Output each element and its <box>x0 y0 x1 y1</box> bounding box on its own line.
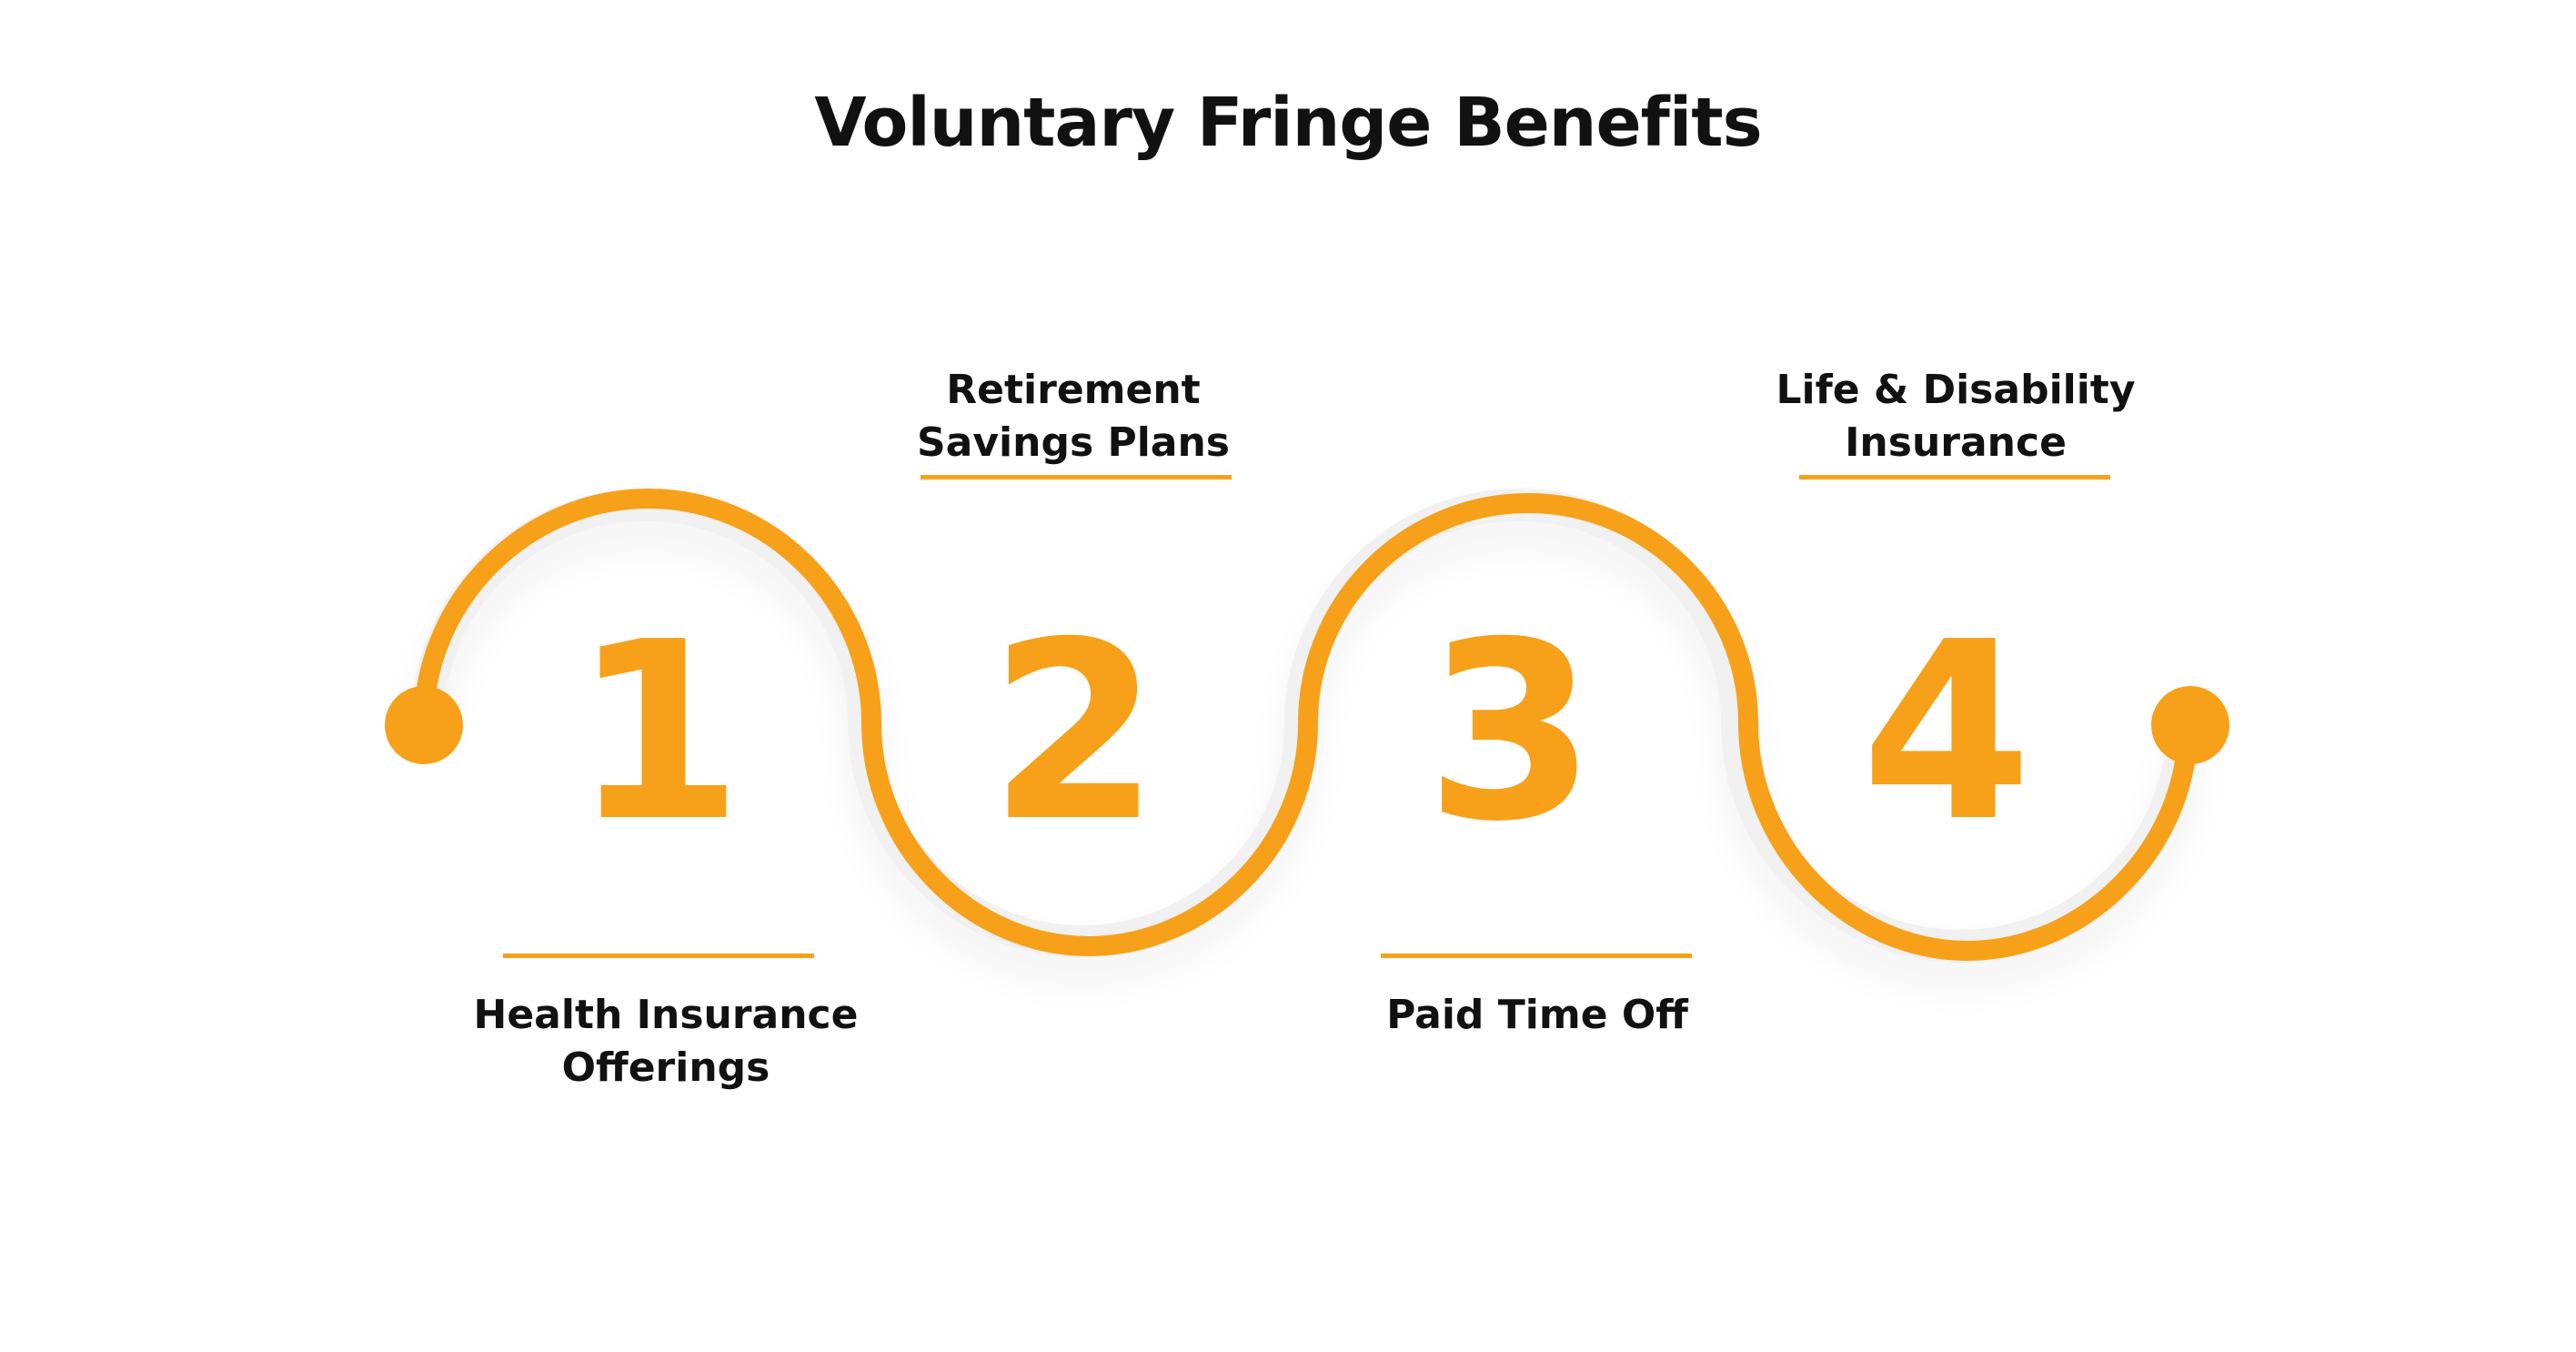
step-number-3: 3 <box>1425 589 1596 875</box>
wave-line <box>414 488 2198 962</box>
step-1-underline <box>503 953 814 958</box>
step-1-label: Health Insurance Offerings <box>473 992 859 1091</box>
step-number-2: 2 <box>989 589 1160 875</box>
end-dot <box>2151 686 2229 764</box>
step-number-1: 1 <box>572 589 743 875</box>
start-dot <box>385 686 463 764</box>
step-3-label: Paid Time Off <box>1386 992 1688 1038</box>
step-3-underline <box>1381 953 1692 958</box>
page-title: Voluntary Fringe Benefits <box>814 84 1762 162</box>
step-number-4: 4 <box>1861 589 2032 875</box>
step-4-underline <box>1799 475 2110 479</box>
step-2-underline <box>921 475 1232 479</box>
step-2-label: Retirement Savings Plans <box>916 367 1230 466</box>
step-4-label: Life & Disability Insurance <box>1776 367 2136 466</box>
